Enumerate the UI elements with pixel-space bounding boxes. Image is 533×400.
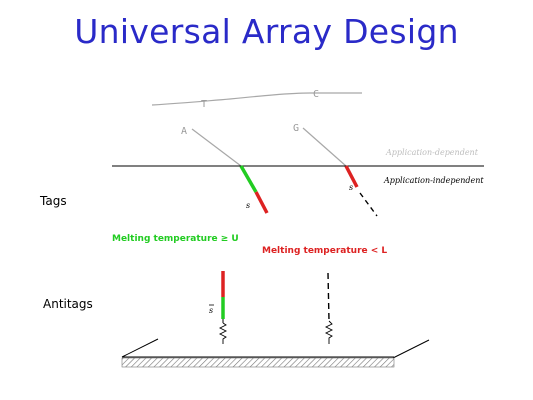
- app-dependent-label: Application-dependent: [385, 148, 479, 157]
- melt-low-label: Melting temperature < L: [262, 246, 387, 256]
- surface-left-edge: [121, 338, 159, 358]
- tag-right-red-segment: [344, 165, 359, 188]
- strand-a: [191, 128, 242, 167]
- nucleotide-c: C: [313, 89, 319, 100]
- tag-right-dashed-segment: [359, 192, 378, 217]
- surface-right-edge: [392, 339, 430, 359]
- antitag-right-linker: [324, 320, 334, 344]
- app-independent-label: Application-independent: [383, 176, 484, 185]
- antitag-right-dashed-segment: [327, 272, 330, 322]
- upper-strand: [151, 92, 362, 106]
- melt-high-label: Melting temperature ≥ U: [112, 234, 239, 244]
- tag-left-green-segment: [239, 165, 258, 193]
- nucleotide-g: G: [293, 123, 299, 134]
- tags-label: Tags: [40, 194, 67, 208]
- tag-left-red-segment: [254, 191, 269, 214]
- antitags-label: Antitags: [43, 297, 93, 311]
- antitag-left-linker: [218, 322, 228, 344]
- slide-title: Universal Array Design: [74, 12, 459, 51]
- tag-left-s: s: [246, 201, 250, 210]
- antitag-s-bar: s: [209, 306, 213, 315]
- surface-substrate: [121, 357, 395, 368]
- nucleotide-t: T: [201, 99, 207, 110]
- strand-g: [302, 127, 347, 167]
- tag-right-s: s: [349, 183, 353, 192]
- nucleotide-a: A: [181, 126, 187, 137]
